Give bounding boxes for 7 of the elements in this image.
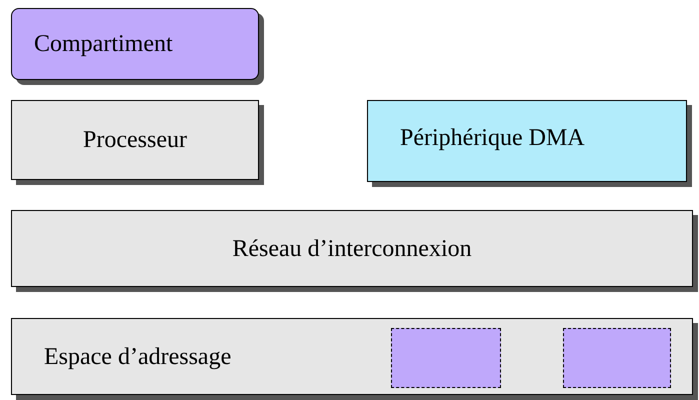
dashed-region-box: [563, 328, 671, 388]
box-label: Périphérique DMA: [400, 124, 585, 153]
box-label: Processeur: [83, 126, 187, 155]
dashed-region-box: [391, 328, 501, 388]
box-label: Réseau d’interconnexion: [232, 234, 472, 264]
box-label: Compartiment: [34, 30, 173, 59]
box-label: Espace d’adressage: [44, 342, 232, 372]
